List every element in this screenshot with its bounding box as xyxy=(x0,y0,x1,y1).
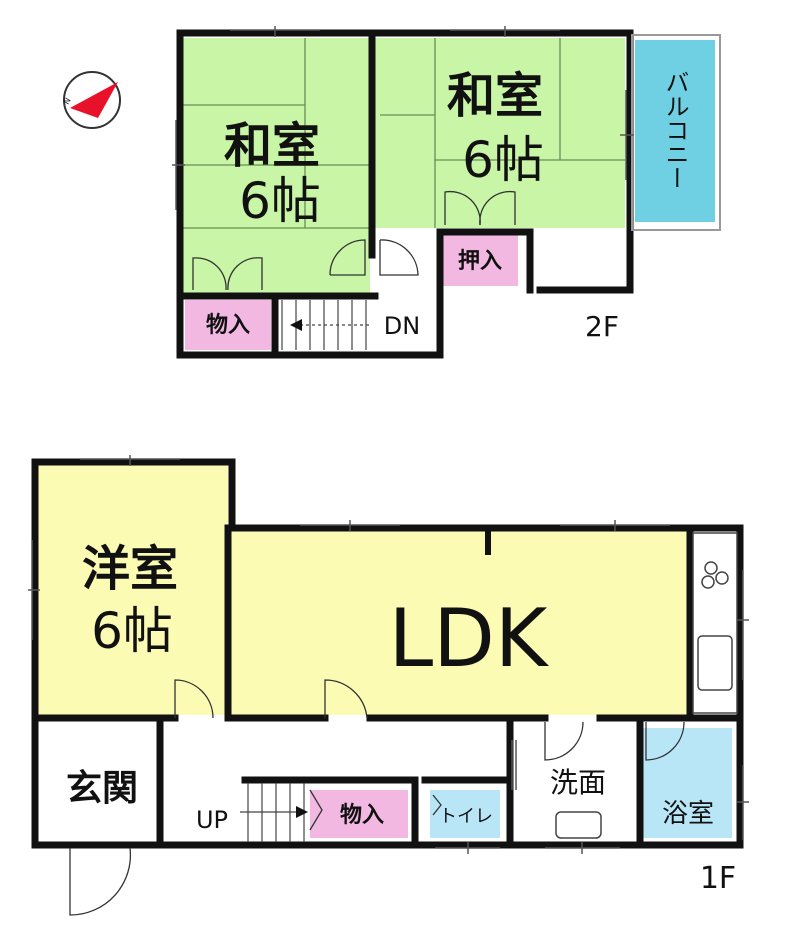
room-left-size: 6帖 xyxy=(239,172,321,230)
windows-1f xyxy=(28,455,749,854)
closet-mono-2f-label: 物入 xyxy=(206,312,250,338)
ldk-label: LDK xyxy=(389,592,550,685)
doors-1f xyxy=(69,679,685,916)
closet-mono-1f xyxy=(310,790,408,838)
sliding-door xyxy=(511,740,517,790)
room-right-name: 和室 xyxy=(447,68,543,124)
walls-2f xyxy=(176,29,634,359)
washroom-label: 洗面 xyxy=(550,766,606,799)
western-room-name: 洋室 xyxy=(82,541,178,597)
stairs-1f xyxy=(240,783,305,842)
compass-letter: N xyxy=(62,96,73,106)
room-toilet xyxy=(430,790,500,838)
tatami-lines xyxy=(180,38,625,229)
room-western xyxy=(38,465,228,715)
closet-oshiire xyxy=(442,232,518,286)
stairs-up-label: UP xyxy=(196,806,228,834)
stairs-up-arrow-icon xyxy=(296,806,308,818)
balcony-railing xyxy=(631,34,721,231)
room-bath xyxy=(640,728,732,838)
stove-burner-icon xyxy=(701,575,715,589)
closet-mono-1f-label: 物入 xyxy=(340,802,384,828)
closet-oshiire-label: 押入 xyxy=(458,248,502,274)
room-ldk xyxy=(230,530,692,715)
kitchen-counter xyxy=(692,532,738,714)
kitchen-sink-icon xyxy=(697,635,733,691)
floor-2f: 和室 6帖 和室 6帖 バルコニー 押入 物入 DN 2F xyxy=(172,26,721,359)
stove-burner-icon xyxy=(704,561,718,575)
stairs-down-arrow-icon xyxy=(290,319,302,331)
north-arrow-icon xyxy=(70,82,118,118)
stairs-2f xyxy=(281,300,370,350)
bath-label: 浴室 xyxy=(662,799,714,829)
room-right-size: 6帖 xyxy=(462,131,544,189)
walls-1f xyxy=(31,458,744,849)
stairs-dn-label: DN xyxy=(384,312,420,340)
room-left-name: 和室 xyxy=(224,118,320,174)
floor-1f-label: 1F xyxy=(700,861,736,896)
balcony-label: バルコニー xyxy=(661,70,689,190)
toilet-label: トイレ xyxy=(439,806,493,827)
floor-1f: 洋室 6帖 LDK 玄関 UP 物入 トイレ 洗面 浴室 1F xyxy=(28,455,749,916)
balcony-area xyxy=(635,40,715,222)
room-washitsu-right xyxy=(370,38,625,228)
windows-2f xyxy=(172,26,634,210)
stove-burner-icon xyxy=(715,571,729,585)
doors-2f xyxy=(192,190,516,291)
wash-basin-icon xyxy=(555,811,602,839)
compass: N xyxy=(62,71,121,129)
western-room-size: 6帖 xyxy=(91,602,173,660)
entrance-label: 玄関 xyxy=(66,768,138,809)
closet-mono-2f xyxy=(185,300,271,350)
floor-2f-label: 2F xyxy=(585,310,619,343)
